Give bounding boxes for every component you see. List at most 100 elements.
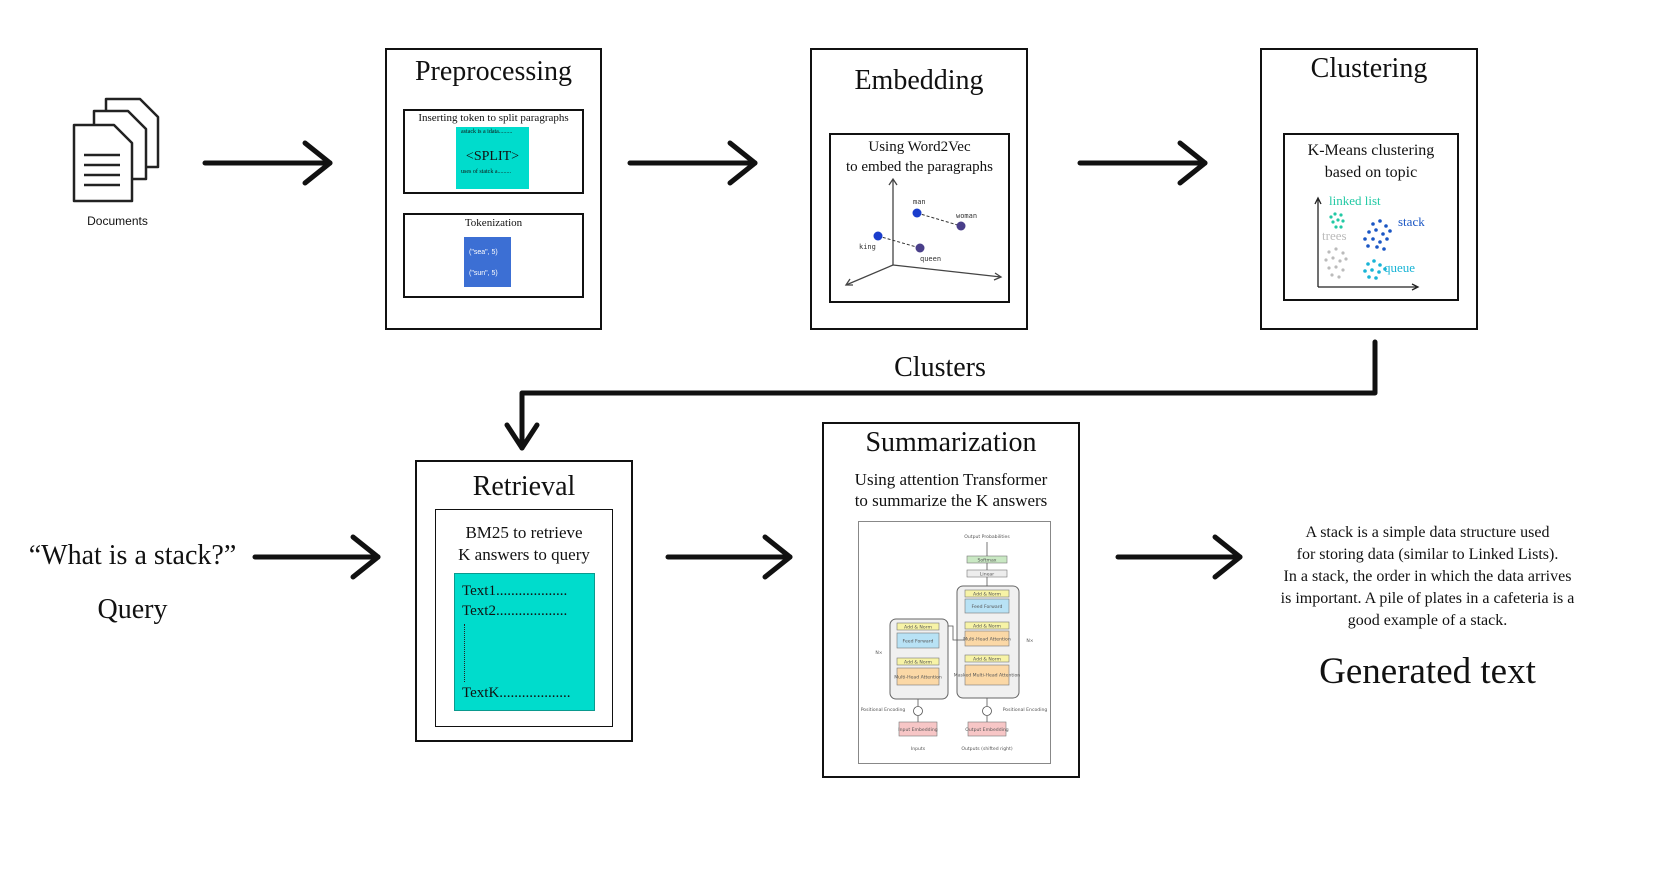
point-queen xyxy=(915,243,925,253)
dec-multi-head: Multi-Head Attention xyxy=(963,637,1011,643)
bm25-box: BM25 to retrieve K answers to query Text… xyxy=(435,509,613,727)
label-stack: stack xyxy=(1398,214,1425,229)
summarization-caption-line-1: Using attention Transformer xyxy=(854,470,1048,489)
answer-text1: Text1................... xyxy=(462,583,568,599)
word2vec-box: Using Word2Vec to embed the paragraphs xyxy=(829,133,1010,303)
label-queue: queue xyxy=(1384,260,1415,275)
dec-add-norm-3: Add & Norm xyxy=(973,657,1001,663)
cluster-stack-points xyxy=(1363,219,1392,251)
label-linked-list: linked list xyxy=(1329,193,1381,208)
preprocessing-title: Preprocessing xyxy=(414,56,573,87)
dec-positional-encoding: Positional Encoding xyxy=(1003,707,1048,713)
dec-add-norm-1: Add & Norm xyxy=(973,592,1001,598)
generated-paragraph: A stack is a simple data structure used … xyxy=(1240,522,1615,632)
kmeans-caption-line-2: based on topic xyxy=(1324,164,1418,181)
word2vec-caption-line-1: Using Word2Vec xyxy=(868,139,971,155)
answer-text2: Text2................... xyxy=(462,603,568,619)
enc-nx: N× xyxy=(875,650,882,656)
tokenization-caption: Tokenization xyxy=(464,217,523,229)
point-king xyxy=(873,231,883,241)
kmeans-box: K-Means clustering based on topic xyxy=(1283,133,1459,301)
query-label: Query xyxy=(97,594,168,625)
answer-textk: TextK................... xyxy=(462,685,571,701)
cluster-queue-points xyxy=(1363,259,1387,280)
kmeans-caption: K-Means clustering based on topic xyxy=(1285,140,1457,184)
generated-line-2: for storing data (similar to Linked List… xyxy=(1296,546,1559,563)
summarization-stage: Summarization Using attention Transforme… xyxy=(822,422,1080,778)
answers-ellipsis xyxy=(464,624,465,682)
arrowhead-retrieval-to-summarization xyxy=(762,534,793,580)
split-line-1: astack is a idata......... xyxy=(461,129,513,135)
generated-line-5: good example of a stack. xyxy=(1347,612,1508,629)
label-woman: woman xyxy=(956,212,977,220)
label-queen: queen xyxy=(920,255,941,263)
token-2: ("sun", 5) xyxy=(469,270,498,277)
cluster-scatter-plot: linked list stack trees queue xyxy=(1314,193,1425,291)
clustering-stage: Clustering K-Means clustering based on t… xyxy=(1260,48,1478,330)
enc-positional-encoding: Positional Encoding xyxy=(861,707,906,713)
token-1: ("sea", 5) xyxy=(469,249,498,256)
clusters-label: Clusters xyxy=(894,352,986,383)
clustering-title: Clustering xyxy=(1310,53,1428,84)
split-caption: Inserting token to split paragraphs xyxy=(418,112,569,124)
outputs-label: Outputs (shifted right) xyxy=(961,746,1013,752)
retrieval-stage: Retrieval BM25 to retrieve K answers to … xyxy=(415,460,633,742)
arrowhead-embedding-to-clustering xyxy=(1177,140,1208,186)
label-king: king xyxy=(859,243,876,251)
transformer-architecture: Add & Norm Feed Forward Add & Norm Multi… xyxy=(861,534,1048,752)
bm25-caption-line-1: BM25 to retrieve xyxy=(465,523,583,542)
token-list: ("sea", 5) ("sun", 5) xyxy=(464,237,511,287)
embedding-stage: Embedding Using Word2Vec to embed the pa… xyxy=(810,48,1028,330)
arrowhead-docs-to-preprocessing xyxy=(302,140,333,186)
summarization-title: Summarization xyxy=(865,427,1037,458)
arrow-clusters-to-retrieval xyxy=(519,339,1378,451)
output-embedding: Output Embedding xyxy=(965,727,1009,733)
arrowhead-preprocessing-to-embedding xyxy=(727,140,758,186)
split-box: Inserting token to split paragraphs asta… xyxy=(403,109,584,194)
transformer-diagram: Add & Norm Feed Forward Add & Norm Multi… xyxy=(858,521,1051,764)
generated-line-4: is important. A pile of plates in a cafe… xyxy=(1280,590,1575,607)
enc-feed-forward: Feed Forward xyxy=(903,639,934,645)
point-woman xyxy=(956,221,966,231)
enc-multi-head: Multi-Head Attention xyxy=(894,675,942,681)
arrowhead-query-to-retrieval xyxy=(350,534,381,580)
dec-add-norm-2: Add & Norm xyxy=(973,624,1001,630)
documents-icon xyxy=(72,97,160,203)
word2vec-caption: Using Word2Vec to embed the paragraphs xyxy=(831,137,1008,177)
enc-add-norm-top: Add & Norm xyxy=(904,625,932,631)
summarization-caption-line-2: to summarize the K answers xyxy=(854,491,1048,510)
label-trees: trees xyxy=(1322,228,1347,243)
embedding-space-plot: man woman king queen xyxy=(844,177,1003,286)
answers-list: Text1................... Text2..........… xyxy=(454,573,595,711)
query-text: “What is a stack?” xyxy=(28,540,237,571)
point-man xyxy=(912,208,922,218)
label-man: man xyxy=(913,198,926,206)
split-sample: astack is a idata......... <SPLIT> uses … xyxy=(456,127,529,189)
enc-add-norm-bottom: Add & Norm xyxy=(904,660,932,666)
generated-line-3: In a stack, the order in which the data … xyxy=(1283,568,1572,585)
dec-feed-forward: Feed Forward xyxy=(972,604,1003,610)
preprocessing-stage: Preprocessing Inserting token to split p… xyxy=(385,48,602,330)
cluster-trees-points xyxy=(1324,247,1348,279)
dec-linear: Linear xyxy=(980,572,994,578)
arrowhead-summarization-to-generated xyxy=(1212,534,1243,580)
bm25-caption-line-2: K answers to query xyxy=(458,545,590,564)
cluster-linked-list-points xyxy=(1329,212,1345,229)
dec-nx: N× xyxy=(1026,638,1033,644)
generated-line-1: A stack is a simple data structure used xyxy=(1305,524,1550,541)
retrieval-title: Retrieval xyxy=(472,471,576,502)
split-token: <SPLIT> xyxy=(465,149,520,164)
arrowhead-clusters-to-retrieval xyxy=(504,422,540,451)
summarization-caption: Using attention Transformer to summarize… xyxy=(824,469,1078,511)
input-embedding: Input Embedding xyxy=(898,727,937,733)
dec-softmax: Softmax xyxy=(977,558,996,564)
tokenization-box: Tokenization ("sea", 5) ("sun", 5) xyxy=(403,213,584,298)
output-probabilities: Output Probabilities xyxy=(964,534,1010,540)
dec-masked-multi-head: Masked Multi-Head Attention xyxy=(954,673,1021,679)
documents-label: Documents xyxy=(87,214,148,228)
word2vec-caption-line-2: to embed the paragraphs xyxy=(845,159,994,175)
bm25-caption: BM25 to retrieve K answers to query xyxy=(436,522,612,566)
kmeans-caption-line-1: K-Means clustering xyxy=(1307,142,1435,159)
